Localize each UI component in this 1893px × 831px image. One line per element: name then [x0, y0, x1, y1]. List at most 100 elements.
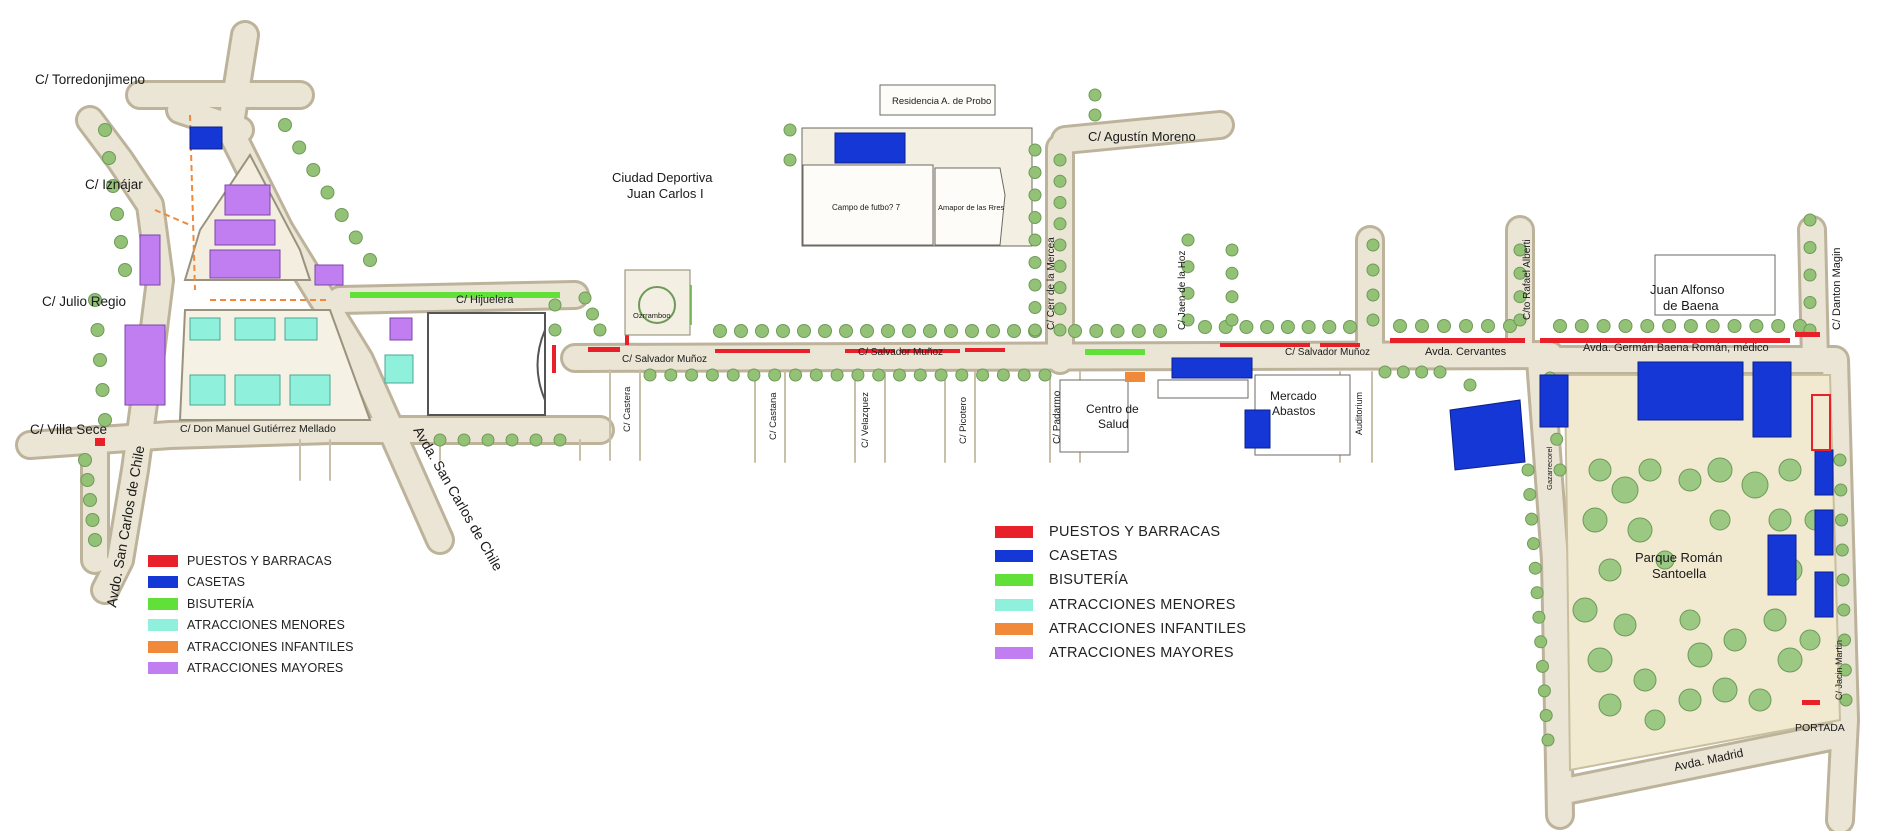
tree-icon — [1705, 319, 1720, 333]
label-torredonjimeno: C/ Torredonjimeno — [35, 72, 145, 87]
tree-icon — [783, 153, 797, 167]
tree-icon — [1366, 263, 1380, 277]
label-iznajar: C/ Iznájar — [85, 177, 143, 192]
tree-icon — [1028, 301, 1042, 314]
tree-icon — [1541, 733, 1555, 747]
zone-puestos — [588, 347, 620, 352]
tree-icon — [1537, 684, 1551, 698]
zone-puestos — [900, 349, 960, 353]
tree-icon — [1053, 238, 1067, 252]
zone-puestos — [845, 349, 895, 353]
legend-label: CASETAS — [1049, 548, 1118, 565]
tree-icon — [98, 123, 112, 137]
tree-icon — [1749, 319, 1764, 333]
tree-icon — [1225, 266, 1239, 280]
tree-icon — [320, 185, 335, 200]
legend-swatch — [148, 662, 178, 675]
tree-icon — [1131, 324, 1146, 338]
tree-icon — [433, 433, 447, 447]
zone-puestos — [1802, 700, 1820, 705]
legend-item: ATRACCIONES MAYORES — [995, 641, 1246, 665]
legend-item: ATRACCIONES MAYORES — [148, 658, 354, 680]
tree-icon — [1437, 319, 1451, 333]
zone-casetas — [1814, 509, 1834, 556]
tree-icon — [1550, 432, 1564, 446]
tree-icon — [1378, 365, 1392, 379]
legend-swatch — [148, 619, 178, 632]
tree-icon — [1028, 233, 1042, 247]
zone-bisuteria — [350, 292, 560, 298]
tree-icon — [1225, 290, 1239, 304]
tree-icon — [1089, 324, 1104, 338]
tree-icon — [734, 324, 748, 338]
zone-menores — [234, 317, 276, 341]
legend-item: ATRACCIONES INFANTILES — [148, 636, 354, 658]
tree-icon — [1536, 659, 1549, 673]
tree-icon — [1181, 233, 1195, 247]
label-picotero: C/ Picotero — [958, 397, 969, 444]
zone-puestos — [95, 438, 105, 446]
label-parque-1: Parque Román — [1635, 550, 1722, 565]
tree-icon — [1481, 319, 1495, 333]
tree-icon — [1225, 243, 1239, 257]
legend-swatch — [148, 597, 178, 610]
tree-icon — [830, 368, 844, 382]
tree-icon — [1433, 365, 1447, 379]
zone-mayores — [139, 234, 161, 286]
tree-icon — [106, 179, 120, 193]
tree-icon — [768, 368, 782, 382]
legend-large: PUESTOS Y BARRACAS CASETAS BISUTERÍA ATRACC… — [995, 520, 1246, 665]
tree-icon — [1553, 463, 1567, 477]
legend-label: ATRACCIONES MAYORES — [1049, 645, 1234, 662]
zone-puestos — [552, 345, 556, 373]
tree-icon — [593, 323, 607, 337]
tree-icon — [996, 368, 1010, 382]
legend-label: ATRACCIONES INFANTILES — [187, 639, 354, 654]
label-jacinto-martin: C/ Jacin Martin — [1834, 640, 1844, 700]
legend-swatch — [995, 550, 1033, 563]
street-trees — [78, 88, 1853, 747]
tree-icon — [1053, 281, 1067, 294]
tree-icon — [1525, 512, 1539, 526]
tree-icon — [1803, 296, 1817, 309]
tree-icon — [747, 368, 761, 382]
tree-icon — [1833, 453, 1847, 467]
tree-icon — [334, 208, 349, 222]
tree-icon — [548, 323, 562, 337]
tree-icon — [944, 324, 958, 338]
tree-icon — [965, 324, 979, 338]
tree-icon — [986, 324, 1000, 338]
legend-label: BISUTERÍA — [187, 596, 254, 611]
tree-icon — [1539, 709, 1553, 722]
tree-icon — [1053, 153, 1067, 167]
tree-icon — [88, 533, 102, 547]
tree-icon — [851, 368, 865, 382]
tree-icon — [705, 368, 719, 382]
tree-icon — [1393, 319, 1407, 333]
tree-icon — [881, 324, 895, 338]
label-ciudad-deportiva-2: Juan Carlos I — [627, 186, 704, 201]
tree-icon — [1198, 320, 1212, 334]
tree-icon — [1181, 260, 1195, 274]
tree-icon — [1553, 319, 1567, 333]
zone-menores — [234, 374, 281, 406]
tree-icon — [1181, 313, 1195, 327]
label-gazarrecorel: Gazarrecorel — [1545, 446, 1554, 490]
legend-label: PUESTOS Y BARRACAS — [1049, 524, 1221, 541]
tree-icon — [118, 263, 132, 277]
tree-icon — [1835, 543, 1849, 557]
tree-icon — [1835, 513, 1848, 527]
tree-icon — [1463, 378, 1477, 392]
tree-icon — [1280, 320, 1295, 334]
tree-icon — [505, 433, 519, 447]
tree-icon — [1366, 288, 1380, 302]
zone-menores — [384, 354, 414, 384]
tree-icon — [1028, 256, 1042, 269]
label-danton: C/ Danton Magin — [1831, 247, 1843, 330]
tree-icon — [726, 368, 740, 382]
legend-item: BISUTERÍA — [995, 568, 1246, 592]
tree-icon — [1366, 238, 1380, 252]
label-centro-salud-2: Salud — [1098, 417, 1129, 431]
tree-icon — [1053, 302, 1067, 316]
